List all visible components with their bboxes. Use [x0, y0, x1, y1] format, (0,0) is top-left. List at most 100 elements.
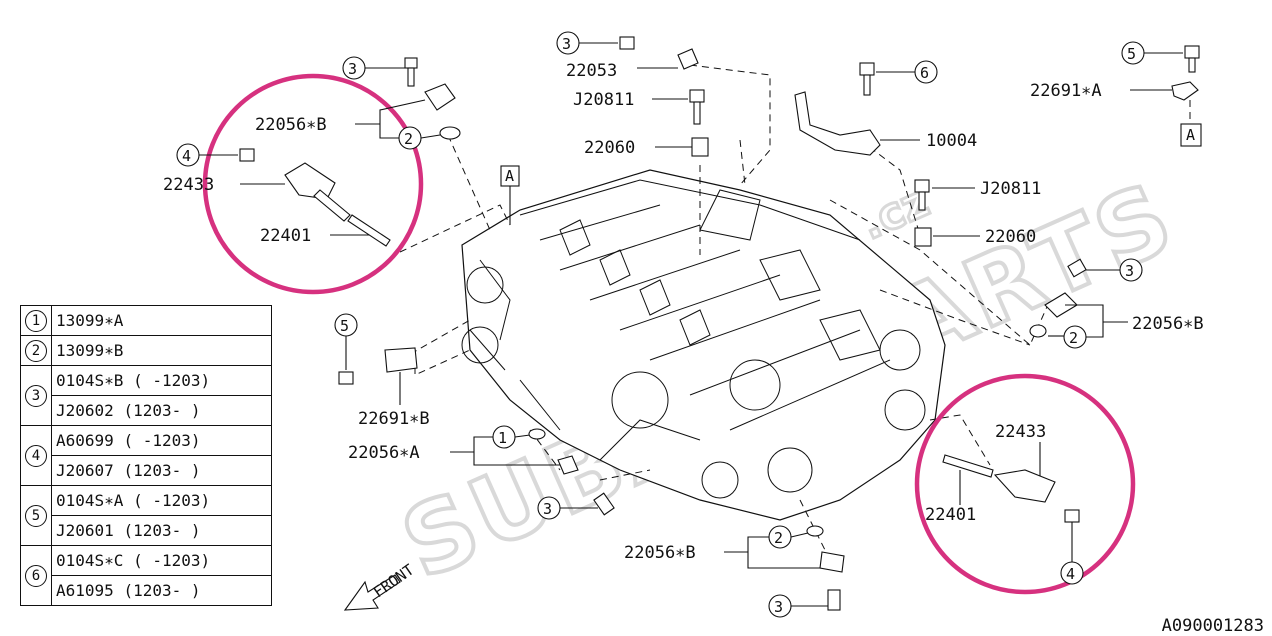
svg-text:3: 3	[562, 35, 571, 53]
label-22691a: 22691∗A	[1030, 81, 1102, 101]
highlight-circle-right	[914, 373, 1136, 595]
svg-text:2: 2	[404, 130, 413, 148]
bolt-icon	[404, 57, 418, 87]
label-22056b-top: 22056∗B	[255, 115, 327, 135]
legend-range: ( -1203)	[133, 551, 211, 570]
svg-text:A: A	[1186, 126, 1195, 144]
callout-3-top-left: 3	[342, 56, 405, 80]
highlight-circle-left	[202, 73, 424, 295]
legend-range: (1203- )	[123, 401, 201, 420]
ref-box-a-mid: A	[500, 165, 520, 225]
callout-3-top-mid: 3	[556, 31, 635, 55]
legend-index: 6	[25, 564, 47, 587]
legend-index: 2	[25, 339, 47, 362]
callout-6: 6	[876, 60, 938, 84]
svg-text:4: 4	[182, 147, 191, 165]
legend-range: (1203- )	[123, 521, 201, 540]
ignition-coil-icon	[284, 162, 351, 222]
legend-part: A60699	[56, 431, 114, 450]
svg-text:2: 2	[1069, 329, 1078, 347]
label-22691b: 22691∗B	[358, 409, 430, 429]
legend-row: A61095 (1203- )	[21, 575, 272, 606]
label-22056a: 22056∗A	[348, 443, 420, 463]
legend-row: 4 A60699 ( -1203)	[20, 425, 272, 486]
legend-row: 2 13099∗B	[20, 335, 272, 366]
legend-part: A61095	[56, 581, 114, 600]
legend-index: 5	[25, 504, 47, 527]
legend-range: ( -1203)	[133, 491, 211, 510]
label-22401-right: 22401	[925, 505, 976, 525]
svg-text:A: A	[505, 167, 514, 185]
legend-row: 3 0104S∗B ( -1203)	[20, 365, 272, 426]
callout-2-top: 2	[398, 126, 461, 150]
legend-part: J20607	[56, 461, 114, 480]
legend-index: 4	[25, 444, 47, 467]
label-22060-top: 22060	[584, 138, 635, 158]
legend-part: 13099∗B	[56, 341, 124, 360]
bolt-right-icon	[1064, 509, 1080, 523]
svg-text:2: 2	[774, 529, 783, 547]
label-22053: 22053	[566, 61, 617, 81]
callout-4-right: 4	[1060, 561, 1084, 585]
legend-index: 1	[25, 309, 47, 332]
label-22056b-bottom: 22056∗B	[624, 543, 696, 563]
legend-part: J20602	[56, 401, 114, 420]
stud-bolt-right-icon	[914, 179, 930, 211]
sensor-22056a-icon	[557, 455, 579, 475]
legend-row: J20601 (1203- )	[21, 515, 272, 546]
callout-4-left: 4	[176, 143, 255, 167]
svg-text:3: 3	[543, 500, 552, 518]
callout-3-bottom-left: 3	[537, 492, 615, 520]
label-10004: 10004	[926, 131, 977, 151]
label-22433-right: 22433	[995, 422, 1046, 442]
legend-range: ( -1203)	[123, 431, 201, 450]
legend-part: 0104S∗A	[56, 491, 124, 510]
legend-row: 1 13099∗A	[20, 305, 272, 336]
legend-row: J20602 (1203- )	[21, 395, 272, 426]
label-22433-left: 22433	[163, 175, 214, 195]
legend-row: 5 0104S∗A ( -1203)	[20, 485, 272, 546]
callout-3-bottom: 3	[768, 589, 841, 618]
bolt-icon-6	[859, 62, 875, 96]
legend-range: (1203- )	[123, 461, 201, 480]
spacer-icon	[691, 137, 709, 157]
legend-row: J20607 (1203- )	[21, 455, 272, 486]
dashed-leaders	[399, 64, 1051, 561]
callout-3-right: 3	[1086, 258, 1143, 282]
svg-text:1: 1	[498, 429, 507, 447]
svg-text:5: 5	[340, 317, 349, 335]
svg-text:4: 4	[1066, 565, 1075, 583]
label-22401-left: 22401	[260, 226, 311, 246]
svg-text:5: 5	[1127, 45, 1136, 63]
svg-text:6: 6	[920, 64, 929, 82]
bracket-22691a-icon	[1171, 81, 1199, 101]
label-22056b-right: 22056∗B	[1132, 314, 1204, 334]
sensor-right-icon	[1029, 258, 1087, 338]
callout-1: 1	[492, 425, 546, 449]
callout-2-right: 2	[1048, 325, 1087, 349]
bracket-22691b-icon	[384, 347, 418, 373]
legend-range: ( -1203)	[133, 371, 211, 390]
ref-box-a-right: A	[1180, 123, 1202, 147]
spark-plug-right-icon	[942, 454, 994, 478]
diagram-reference-code: A090001283	[1161, 616, 1264, 636]
bracket-10004-icon	[794, 91, 881, 156]
label-22060-right: 22060	[985, 227, 1036, 247]
spacer-right-icon	[914, 227, 932, 247]
knock-sensor-icon	[424, 83, 456, 111]
ignition-coil-right-icon	[993, 469, 1056, 503]
callout-5-top-right: 5	[1121, 41, 1200, 73]
callout-2-bottom: 2	[768, 525, 824, 549]
stud-bolt-icon	[689, 89, 705, 125]
cylinder-head-block	[461, 169, 946, 521]
legend-index: 3	[25, 384, 47, 407]
legend-part: J20601	[56, 521, 114, 540]
spark-plug-icon	[347, 214, 391, 247]
front-arrow: FRONT	[343, 561, 417, 611]
sensor-bottom-icon	[819, 551, 845, 573]
legend-row: 6 0104S∗C ( -1203)	[20, 545, 272, 606]
label-j20811-top: J20811	[573, 90, 634, 110]
front-label: FRONT	[370, 561, 417, 602]
legend-range: (1203- )	[123, 581, 201, 600]
legend-part: 13099∗A	[56, 311, 124, 330]
